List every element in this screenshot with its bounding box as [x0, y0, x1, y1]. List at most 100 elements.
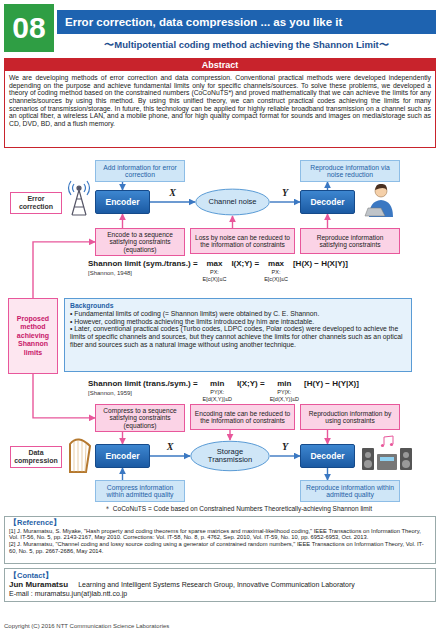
node-text: Compress information within admitted qua…	[99, 484, 181, 499]
signal-label: Y	[281, 442, 289, 452]
node-text: Encoder	[105, 451, 139, 461]
signal-label: Y	[281, 188, 289, 198]
channel-ellipse: Channel noise	[195, 188, 270, 216]
node-text: We are developing methods of error corre…	[5, 71, 435, 131]
person-hair	[375, 184, 387, 190]
subtitle: 〜Multipotential coding method achieving …	[57, 39, 436, 52]
flow-arrow	[33, 242, 95, 298]
node-text: Encoder	[105, 197, 139, 207]
formula-part: PX:	[272, 269, 281, 276]
node-text: [2] J. Muramatsu, "Channel coding and lo…	[9, 541, 431, 554]
node-text: [1] J. Muramatsu, S. Miyake, "Hash prope…	[9, 528, 431, 541]
panel-heading: 【Contact】	[9, 571, 431, 580]
music-note-head	[390, 443, 393, 446]
formula-part: E[c(X)]≤C	[203, 276, 227, 283]
constraint-box: Encoding rate can be reduced to the info…	[190, 404, 295, 430]
node-text: Reproduce information within admitted qu…	[304, 484, 396, 499]
node-text: Reproduction information by using constr…	[304, 410, 396, 425]
antenna-icon	[69, 181, 90, 215]
speaker-left	[362, 448, 374, 470]
constraint-box: Reproduce information satisfying constra…	[300, 228, 400, 254]
flow-arrow	[270, 455, 300, 456]
node-text: Decoder	[310, 197, 344, 207]
panel-heading: Backgrounds	[70, 302, 406, 310]
formula-column: minPY|X:E[d(X,Y)]≤D	[270, 379, 299, 402]
antenna-tip	[77, 186, 81, 190]
stereo-unit	[377, 454, 397, 470]
laptop	[365, 208, 385, 216]
flow-arrow	[327, 468, 328, 480]
flow-arrow	[327, 182, 328, 190]
scenario-label: Error correction	[10, 192, 62, 214]
info-box: Reproduce information via noise reductio…	[300, 160, 400, 182]
stereo-icon	[362, 436, 412, 470]
node-text: Proposed method achieving Shannon limits	[11, 315, 55, 357]
flow-arrow	[150, 201, 195, 202]
formula-part: PY|X:	[277, 389, 291, 396]
abstract-panel: AbstractWe are developing methods of err…	[4, 58, 436, 148]
footnote: ＊ CoCoNuTS = Code based on Constrained N…	[40, 505, 436, 514]
node-text: • Fundamental limits of coding (= Shanno…	[70, 310, 406, 318]
constraint-box: Encode to a sequence satisfying constrai…	[95, 228, 185, 256]
formula-part: I(X;Y) =	[237, 379, 265, 389]
node-text: 08	[12, 11, 45, 45]
section-number: 08	[4, 4, 54, 52]
node-text: • Later, conventional practical codes (T…	[70, 325, 406, 348]
harp-strings	[74, 440, 86, 472]
formula-column: Shannon limit (trans./sym.) =[Shannon, 1…	[88, 379, 198, 397]
node-text: Reproduce information via noise reductio…	[304, 164, 396, 179]
formula-part: [H(Y) − H(Y|X)]	[304, 379, 359, 389]
antenna-tower	[72, 190, 86, 215]
title-text: Error correction, data compression ... a…	[65, 16, 342, 28]
flow-arrow	[327, 430, 328, 444]
node-text: Decoder	[310, 451, 344, 461]
node-text: Data compression	[12, 449, 60, 464]
coder-box: Encoder	[95, 190, 150, 214]
info-box: Reproduce information within admitted qu…	[300, 480, 400, 502]
contact-panel: 【Contact】Jun MuramatsuLearning and Intel…	[4, 568, 436, 602]
constraint-box: Loss by noise can be reduced to the info…	[190, 228, 295, 254]
node-text: E-mail : muramatsu.jun(at)lab.ntt.co.jp	[9, 590, 431, 599]
formula-part: Shannon limit (sym./trans.) =	[88, 259, 198, 269]
radio-waves	[69, 181, 90, 195]
flow-arrow	[229, 430, 230, 440]
coder-box: Decoder	[300, 444, 355, 468]
panel-heading: Abstract	[5, 59, 435, 71]
info-box: Compress information within admitted qua…	[95, 480, 185, 502]
constraint-box: Compress to a sequence satisfying constr…	[95, 404, 185, 432]
formula-part: min	[277, 379, 291, 389]
coder-box: Decoder	[300, 190, 355, 214]
formula-part: I(X;Y) =	[231, 259, 259, 269]
formula-part: Shannon limit (trans./sym.) =	[88, 379, 198, 389]
scenario-label: Data compression	[10, 446, 62, 468]
person-icon	[365, 184, 393, 217]
signal-label: X	[168, 188, 177, 198]
formula-part: max	[206, 259, 222, 269]
coder-box: Encoder	[95, 444, 150, 468]
channel-ellipse: Storage Transmission	[190, 440, 270, 472]
formula-part: [Shannon, 1948]	[88, 269, 132, 277]
music-note-head	[381, 444, 384, 447]
copyright: Copyright (C) 2016 NTT Communication Sci…	[4, 623, 324, 629]
node-text: Encoding rate can be reduced to the info…	[194, 410, 291, 425]
node-text: • However, coding methods achieving the …	[70, 318, 406, 326]
formula-part: PX:	[210, 269, 219, 276]
flow-arrow	[150, 455, 190, 456]
formula-column: I(X;Y) =	[231, 259, 259, 269]
signal-label: X	[166, 442, 175, 452]
formula-part: min	[210, 379, 224, 389]
harp-icon	[70, 439, 90, 472]
node-text: Compress to a sequence satisfying constr…	[99, 407, 181, 429]
formula-column: minPY|X:E[d(X,Y)]≤D	[203, 379, 232, 402]
formula-part: max	[268, 259, 284, 269]
formula-column: [H(X) − H(X|Y)]	[293, 259, 348, 269]
formula-column: [H(Y) − H(Y|X)]	[304, 379, 359, 389]
flow-arrow	[270, 201, 300, 202]
formula-column: maxPX:E[c(X)]≤C	[203, 259, 227, 282]
info-box: Add information for error correction	[95, 160, 185, 182]
formula-part: E[d(X,Y)]≤D	[203, 396, 232, 403]
formula-part: E[d(X,Y)]≤D	[270, 396, 299, 403]
constraint-box: Reproduction information by using constr…	[300, 404, 400, 430]
node-text: Channel noise	[209, 198, 257, 206]
